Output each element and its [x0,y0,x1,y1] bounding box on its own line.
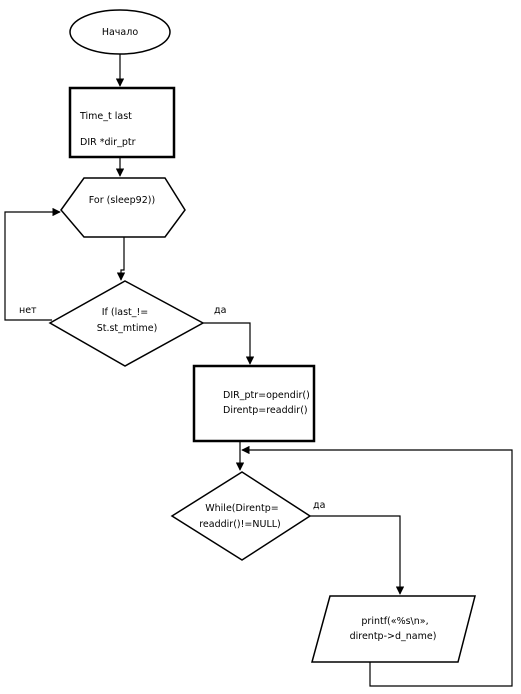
edge-for-to-if [116,236,126,281]
declare-line-2: DIR *dir_ptr [80,137,136,148]
start-node: Начало [69,9,171,55]
while-yes-label: да [313,500,325,511]
print-output-node: printf(«%s\n», direntp->d_name) [311,595,476,663]
edge-print-loop-back [241,445,513,687]
for-loop-node: For (sleep92)) [60,177,186,238]
open-read-node: DIR_ptr=opendir() Direntp=readdir() [192,364,316,443]
open-read-line-2: Direntp=readdir() [223,405,308,416]
edge-if-no-to-for [4,207,61,321]
while-decision-node: While(Direntp= readdir()!=NULL) [170,471,312,561]
if-line-1: If (last_!= [102,307,149,318]
print-line-1: printf(«%s\n», [361,616,428,627]
while-line-1: While(Direntp= [205,503,278,514]
declare-line-1: Time_t last [79,111,132,122]
edge-while-yes-to-print [310,515,405,595]
if-yes-label: да [214,305,226,316]
if-decision-node: If (last_!= St.st_mtime) [48,280,205,367]
if-no-label: нет [19,305,37,316]
for-loop-label: For (sleep92)) [89,195,155,206]
open-read-line-1: DIR_ptr=opendir() [223,390,310,401]
if-line-2: St.st_mtime) [97,323,158,334]
edge-if-yes-to-open [203,322,255,365]
declare-node: Time_t last DIR *dir_ptr [68,86,176,159]
while-line-2: readdir()!=NULL) [199,519,281,530]
start-label: Начало [102,27,138,38]
print-line-2: direntp->d_name) [350,631,437,642]
